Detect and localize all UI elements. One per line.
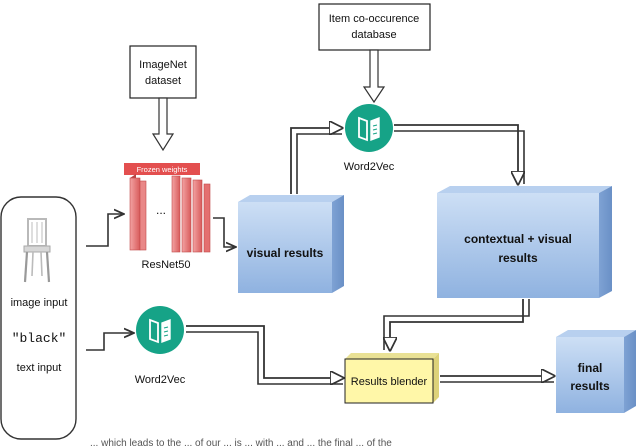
arrow-imagenet-to-resnet bbox=[151, 97, 175, 152]
arrow-text-to-word2vec bbox=[86, 333, 134, 351]
visual-results-label: visual results bbox=[247, 246, 324, 260]
image-input-label: image input bbox=[11, 297, 68, 309]
resnet-layer bbox=[171, 175, 181, 253]
arrow-resnet-to-visual bbox=[213, 217, 236, 247]
book-icon bbox=[149, 318, 171, 344]
contextual-visual-results-box: contextual + visual results bbox=[437, 186, 612, 298]
text-input-value: "black" bbox=[12, 331, 67, 346]
word2vec-bottom-label: Word2Vec bbox=[135, 374, 186, 386]
word2vec-top: Word2Vec bbox=[344, 104, 395, 173]
contextual-label-line2: results bbox=[498, 251, 538, 265]
final-results-box: final results bbox=[556, 330, 636, 413]
resnet-layer bbox=[192, 179, 203, 253]
contextual-label-line1: contextual + visual bbox=[464, 232, 572, 246]
resnet-layer bbox=[129, 177, 141, 251]
resnet-layer bbox=[181, 177, 192, 253]
input-panel: image input "black" text input bbox=[0, 196, 77, 440]
book-icon bbox=[358, 116, 380, 142]
final-results-line1: final bbox=[578, 361, 603, 375]
arrow-contextual-to-blender bbox=[390, 299, 524, 350]
svg-text:Item co-occurence: Item co-occurence bbox=[329, 13, 419, 25]
results-blender-label: Results blender bbox=[351, 376, 428, 388]
frozen-weights-label: Frozen weights bbox=[137, 165, 188, 174]
item-cooccurrence-database: Item co-occurence database bbox=[318, 3, 431, 51]
frozen-weights-banner bbox=[124, 163, 200, 175]
svg-text:ImageNet: ImageNet bbox=[139, 59, 187, 71]
arrow-image-to-resnet bbox=[86, 214, 124, 247]
text-input-label: text input bbox=[17, 362, 62, 374]
chair-icon bbox=[23, 218, 51, 283]
resnet-layer bbox=[139, 180, 147, 251]
final-results-line2: results bbox=[570, 379, 610, 393]
results-blender-box: Results blender bbox=[344, 353, 439, 404]
svg-text:database: database bbox=[351, 29, 396, 41]
resnet50-block: Frozen weights ... ResNet50 bbox=[124, 163, 211, 271]
imagenet-dataset: ImageNet dataset bbox=[129, 45, 197, 99]
caption-fragment: ... which leads to the ... of our ... is… bbox=[90, 438, 392, 447]
arrow-word2vec-to-blender bbox=[186, 325, 343, 378]
word2vec-bottom: Word2Vec bbox=[135, 306, 186, 386]
svg-text:dataset: dataset bbox=[145, 75, 181, 87]
resnet50-label: ResNet50 bbox=[142, 259, 191, 271]
resnet-ellipsis: ... bbox=[156, 203, 166, 217]
resnet-layer bbox=[203, 183, 211, 253]
arrow-word2vec-to-contextual bbox=[394, 124, 518, 184]
arrow-visual-to-word2vec bbox=[290, 128, 342, 194]
word2vec-top-label: Word2Vec bbox=[344, 161, 395, 173]
visual-results-box: visual results bbox=[238, 195, 344, 293]
arrow-db-to-word2vec bbox=[362, 49, 386, 104]
